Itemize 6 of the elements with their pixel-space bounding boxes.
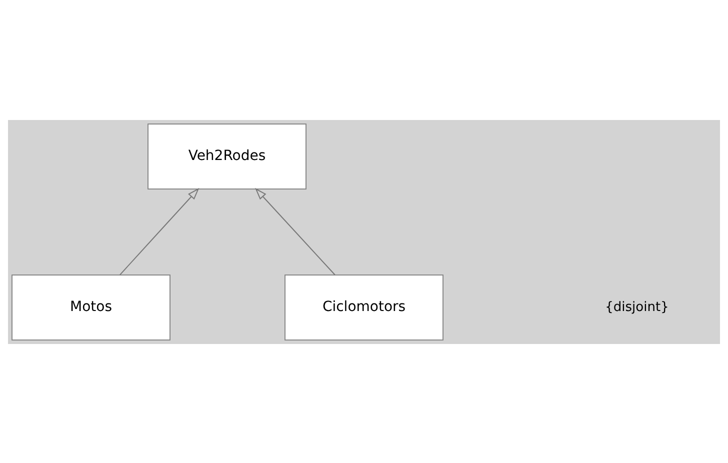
arrow [119,187,200,275]
node-box: Veh2Rodes [148,123,306,189]
node-box: Motos [12,274,170,340]
label: {disjoint} [605,299,669,314]
node-box: Ciclomotors [284,274,444,340]
arrow [254,187,336,275]
